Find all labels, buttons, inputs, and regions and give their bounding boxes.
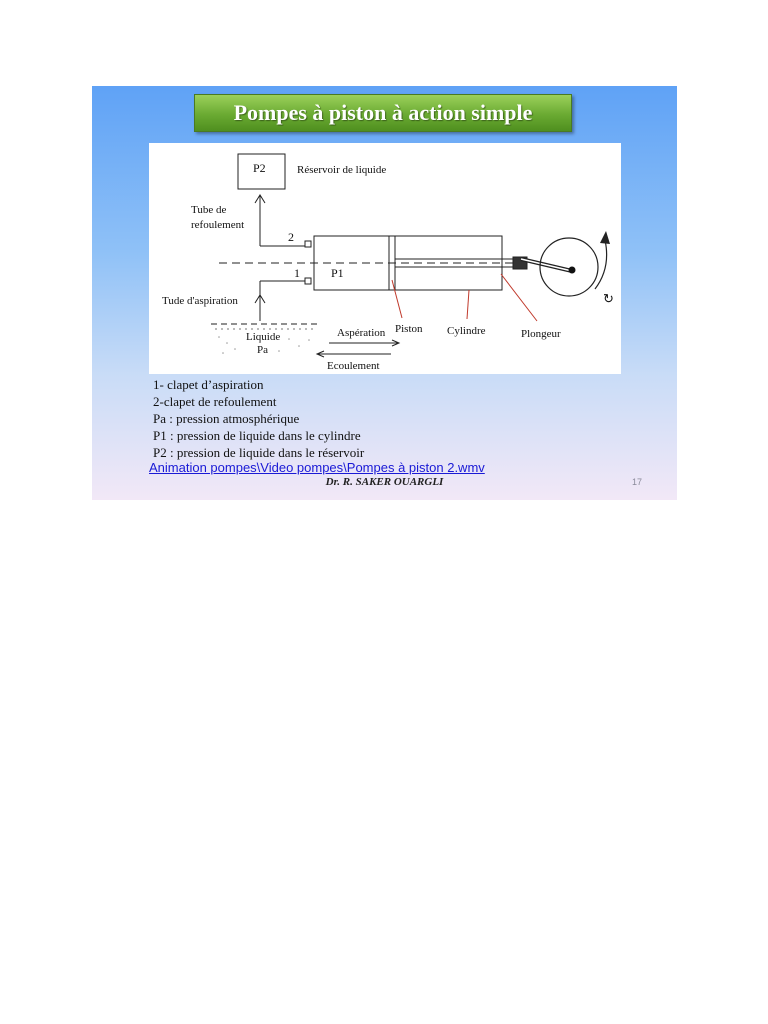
slide-title: Pompes à piston à action simple bbox=[233, 100, 533, 125]
legend-item: 1- clapet d’aspiration bbox=[153, 377, 264, 392]
rotation-arrow bbox=[594, 239, 608, 290]
p1-label: P1 bbox=[331, 266, 344, 280]
crank-wheel bbox=[539, 237, 599, 297]
page-number: 17 bbox=[631, 477, 642, 487]
asperation-label: Aspération bbox=[337, 327, 386, 339]
author-footer: Dr. R. SAKER OUARGLI bbox=[325, 476, 444, 488]
reservoir-label: Réservoir de liquide bbox=[297, 164, 386, 176]
ecoulement-label: Ecoulement bbox=[327, 360, 380, 372]
piston-pointer bbox=[391, 279, 403, 319]
reservoir-box bbox=[237, 153, 286, 190]
slide: Pompes à piston à action simple P2 Réser… bbox=[92, 86, 677, 500]
cylindre-label: Cylindre bbox=[447, 325, 486, 337]
tube-aspiration-label: Tude d'aspiration bbox=[162, 295, 238, 307]
tube-refoulement-label-1: Tube de bbox=[191, 204, 226, 216]
liquide-label: Liquide bbox=[246, 331, 280, 343]
ecoulement-arrow-icon bbox=[315, 350, 325, 358]
piston-label: Piston bbox=[395, 323, 423, 335]
title-banner: Pompes à piston à action simple bbox=[194, 94, 572, 132]
liquid-stipple bbox=[218, 336, 310, 354]
legend: 1- clapet d’aspiration 2-clapet de refou… bbox=[153, 376, 633, 461]
suction-valve bbox=[304, 277, 312, 285]
pump-diagram-svg: P2 Réservoir de liquide Tube de refoulem… bbox=[162, 153, 614, 372]
crank-pin bbox=[568, 266, 576, 274]
legend-item: Pa : pression atmosphérique bbox=[153, 411, 300, 426]
suction-arrow-icon bbox=[254, 294, 266, 304]
rotation-arrowhead-icon bbox=[600, 231, 610, 244]
legend-item: 2-clapet de refoulement bbox=[153, 394, 277, 409]
discharge-valve bbox=[304, 240, 312, 248]
rotation-symbol-icon: ↻ bbox=[603, 291, 614, 306]
plongeur-label: Plongeur bbox=[521, 328, 561, 340]
pa-label: Pa bbox=[257, 344, 268, 356]
valve-1-label: 1 bbox=[294, 266, 300, 280]
animation-video-link[interactable]: Animation pompes\Video pompes\Pompes à p… bbox=[149, 460, 485, 475]
pump-diagram: P2 Réservoir de liquide Tube de refoulem… bbox=[149, 143, 621, 374]
p2-box-label: P2 bbox=[253, 161, 266, 175]
legend-item: P2 : pression de liquide dans le réservo… bbox=[153, 445, 365, 460]
cylinder bbox=[313, 235, 503, 291]
plunger-pointer bbox=[500, 273, 538, 322]
cylinder-pointer bbox=[466, 289, 470, 320]
valve-2-label: 2 bbox=[288, 230, 294, 244]
discharge-arrow-icon bbox=[254, 194, 266, 204]
legend-item: P1 : pression de liquide dans le cylindr… bbox=[153, 428, 361, 443]
tube-refoulement-label-2: refoulement bbox=[191, 219, 244, 231]
asperation-arrow-icon bbox=[391, 339, 401, 347]
